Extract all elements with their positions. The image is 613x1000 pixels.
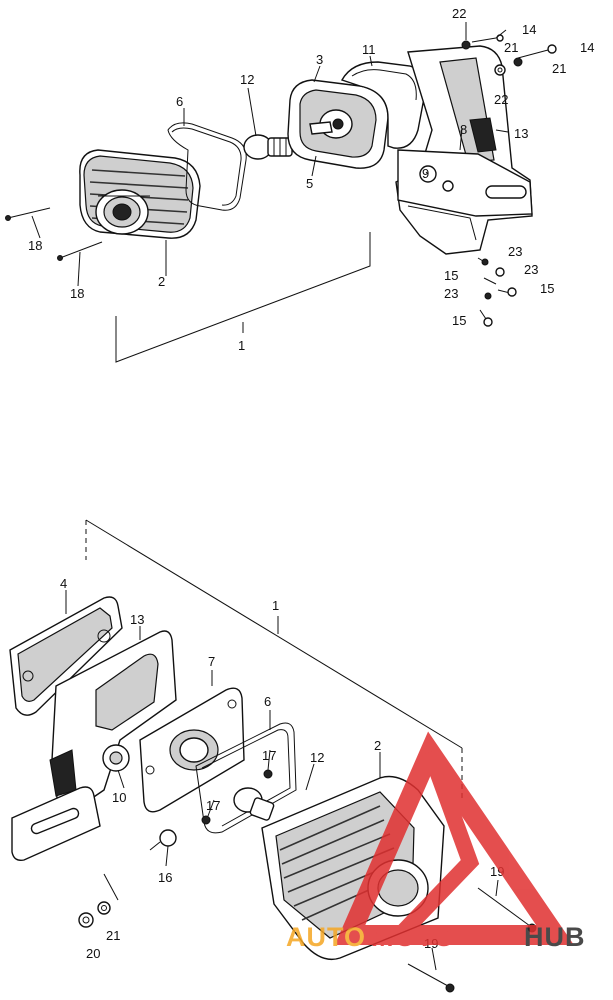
callout-upper-23-b: 23 bbox=[524, 262, 538, 277]
callout-lower-21: 21 bbox=[106, 928, 120, 943]
upper-bracket-part-8-9-13 bbox=[395, 45, 533, 255]
callout-lower-1: 1 bbox=[272, 598, 279, 613]
upper-hardware-top-right bbox=[461, 34, 557, 76]
callout-upper-12: 12 bbox=[240, 72, 254, 87]
callout-upper-22-b: 22 bbox=[494, 92, 508, 107]
callout-lower-13: 13 bbox=[130, 612, 144, 627]
lower-screw-part-17-b bbox=[201, 815, 211, 825]
callout-upper-15-a: 15 bbox=[444, 268, 458, 283]
callout-upper-23-a: 23 bbox=[508, 244, 522, 259]
lower-callouts: 1 2 4 6 7 10 12 13 16 17 17 19 19 20 21 bbox=[60, 576, 504, 961]
watermark-text-auto: AUTO bbox=[286, 922, 366, 952]
callout-lower-17-a: 17 bbox=[262, 748, 276, 763]
watermark-triangle-logo bbox=[334, 731, 574, 945]
lower-reflector-part-4 bbox=[9, 596, 123, 716]
callout-upper-21-b: 21 bbox=[552, 61, 566, 76]
callout-upper-18-a: 18 bbox=[28, 238, 42, 253]
lower-bolt-part-19-b bbox=[407, 963, 449, 987]
callout-upper-3: 3 bbox=[316, 52, 323, 67]
callout-upper-13: 13 bbox=[514, 126, 528, 141]
callout-upper-15-c: 15 bbox=[452, 313, 466, 328]
callout-upper-18-b: 18 bbox=[70, 286, 84, 301]
lower-gasket-part-6 bbox=[195, 722, 297, 834]
callout-upper-21-a: 21 bbox=[504, 40, 518, 55]
lower-bracket-part-13 bbox=[11, 630, 177, 862]
lower-bolt-part-19-a bbox=[477, 887, 531, 927]
callout-upper-9: 9 bbox=[422, 166, 429, 181]
lower-bulb-part-12 bbox=[233, 787, 275, 821]
lower-washer-part-21 bbox=[97, 901, 111, 915]
callout-upper-23-c: 23 bbox=[444, 286, 458, 301]
callout-lower-17-b: 17 bbox=[206, 798, 220, 813]
upper-bolt-part-18-a bbox=[7, 207, 51, 219]
lower-bolt-part-16 bbox=[159, 829, 177, 847]
lower-screw-part-17-a bbox=[263, 769, 273, 779]
callout-upper-14-b: 14 bbox=[580, 40, 594, 55]
callout-lower-4: 4 bbox=[60, 576, 67, 591]
upper-gasket-part-6 bbox=[167, 122, 247, 211]
lower-nut-part-20 bbox=[78, 912, 94, 928]
upper-cover-part-11 bbox=[340, 61, 426, 149]
callout-upper-1: 1 bbox=[238, 338, 245, 353]
callout-lower-2: 2 bbox=[374, 738, 381, 753]
upper-hardware-bottom-right bbox=[477, 257, 517, 327]
upper-lens-part-2 bbox=[79, 149, 201, 239]
callout-lower-20: 20 bbox=[86, 946, 100, 961]
callout-lower-7: 7 bbox=[208, 654, 215, 669]
callout-lower-16: 16 bbox=[158, 870, 172, 885]
callout-lower-6: 6 bbox=[264, 694, 271, 709]
lower-plate-part-7 bbox=[139, 687, 245, 813]
callout-upper-2: 2 bbox=[158, 274, 165, 289]
upper-base-plate-part-3-5 bbox=[287, 79, 389, 169]
callout-lower-10: 10 bbox=[112, 790, 126, 805]
automotohub-watermark: AUTO MOTO HUB bbox=[286, 731, 586, 952]
callout-upper-15-b: 15 bbox=[540, 281, 554, 296]
callout-upper-5: 5 bbox=[306, 176, 313, 191]
callout-upper-22-a: 22 bbox=[452, 6, 466, 21]
callout-upper-11: 11 bbox=[362, 42, 376, 57]
upper-bolt-part-18-b bbox=[59, 241, 103, 259]
upper-callouts: 1 2 3 5 6 8 9 11 12 13 14 14 15 15 15 18… bbox=[28, 6, 594, 353]
upper-bulb-part-12 bbox=[243, 134, 293, 160]
watermark-text-hub: HUB bbox=[524, 922, 586, 952]
upper-assembly bbox=[5, 22, 557, 363]
callout-lower-12: 12 bbox=[310, 750, 324, 765]
callout-upper-6: 6 bbox=[176, 94, 183, 109]
watermark-text-moto: MOTO bbox=[371, 922, 456, 952]
callout-upper-8: 8 bbox=[460, 122, 467, 137]
callout-upper-14-a: 14 bbox=[522, 22, 536, 37]
